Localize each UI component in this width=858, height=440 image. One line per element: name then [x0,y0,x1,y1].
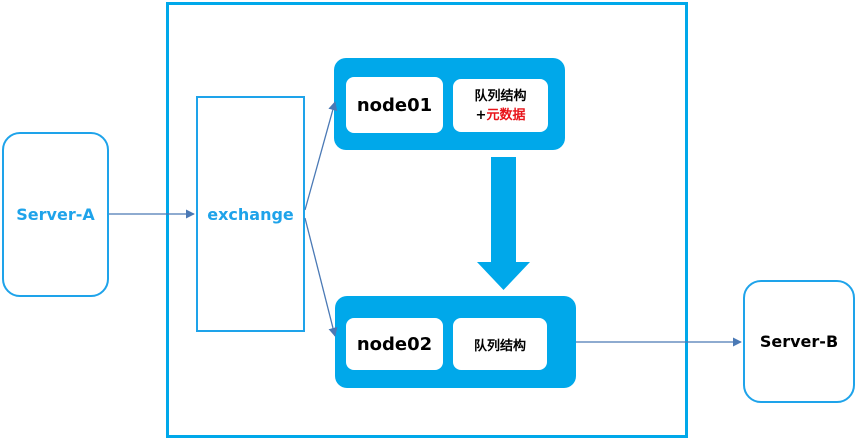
server-a-label: Server-A [16,205,95,224]
node02-name-box: node02 [346,318,443,370]
replication-arrow [477,157,530,290]
server-b-box: Server-B [743,280,855,403]
node01-metadata: 元数据 [486,107,526,123]
node02-storage-box: 队列结构 [453,318,547,370]
exchange-label: exchange [207,204,294,224]
node01-name-box: node01 [346,77,443,133]
server-a-box: Server-A [2,132,109,297]
node01-plus-sign: + [475,107,487,123]
cluster-frame [166,2,688,438]
node01-name: node01 [356,94,433,116]
node02-storage-queue: 队列结构 [473,338,526,354]
node01-storage-box: 队列结构 +元数据 [453,79,548,132]
arrow-exchange-to-node02 [304,217,338,337]
server-b-label: Server-B [759,332,839,351]
node02-name: node02 [356,333,433,355]
arrow-exchange-to-node01 [304,101,338,211]
node01-storage-queue: 队列结构 [474,88,527,104]
node01-storage-meta-line: +元数据 [476,106,526,125]
exchange-box: exchange [196,96,305,332]
